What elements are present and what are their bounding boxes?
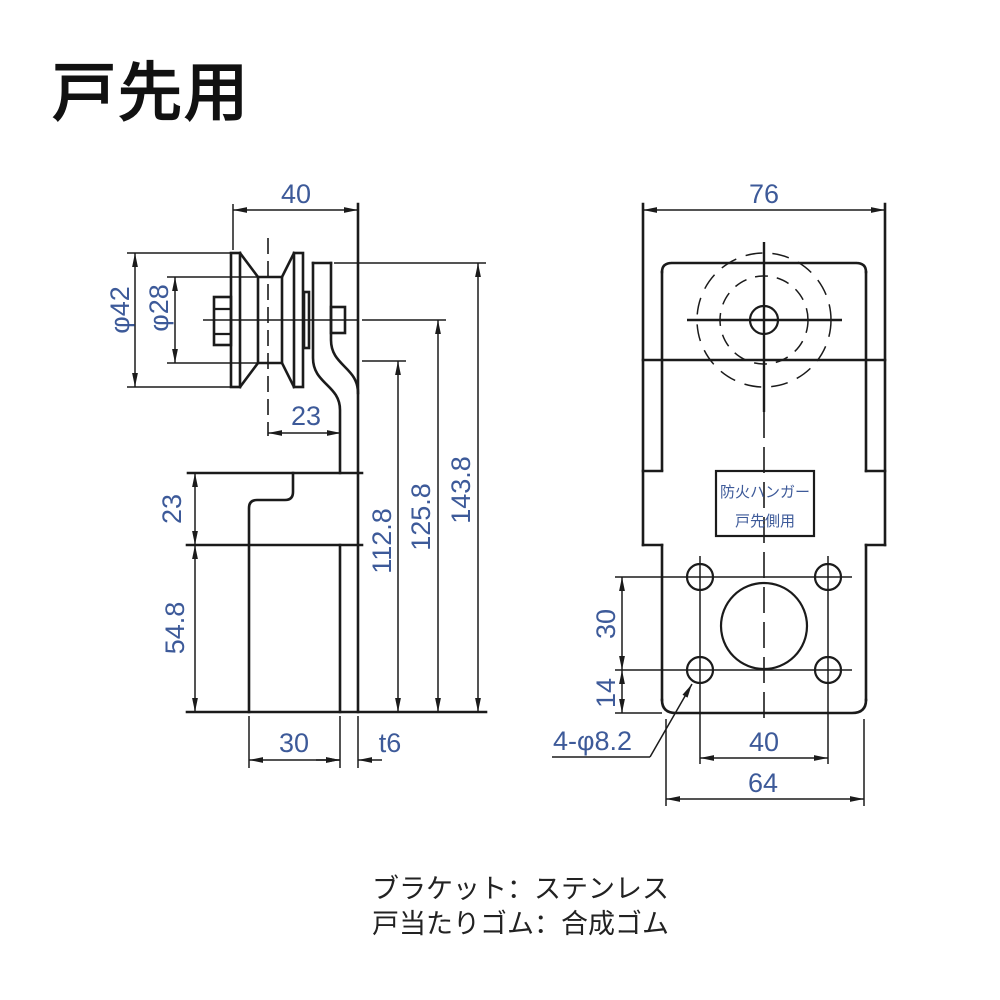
dim-text-height-total: 143.8 [446, 456, 476, 524]
bracket-front-outline [641, 202, 887, 715]
dim-vertical-heights: 112.8 125.8 143.8 [334, 262, 486, 712]
label-border [714, 469, 816, 538]
mounting-holes [615, 556, 852, 764]
dim-text-roller-offset: 23 [291, 401, 321, 431]
name-label-box: 防火ハンガー 戸先側用 [714, 469, 816, 538]
dim-text-height-to-bend: 112.8 [367, 508, 397, 574]
dim-overall-width: 76 [643, 179, 885, 213]
axle-bolt-head-facets [214, 307, 231, 336]
extension-lines [127, 252, 231, 388]
dim-roller-hub-od: φ28 [144, 276, 257, 364]
dim-text-stopper-upper: 23 [157, 494, 187, 524]
door-stop-side-view [185, 471, 488, 714]
note-rubber-material: 戸当たりゴム：合成ゴム [372, 909, 669, 939]
lower-plate-sides [660, 543, 868, 702]
extension-lines-64 [665, 719, 865, 806]
dim-roller-od: φ42 [105, 252, 231, 388]
roller-front-view [687, 242, 842, 727]
dim-text-roller-od: φ42 [105, 286, 135, 334]
upper-plate-sides [660, 270, 868, 473]
callout-leader [649, 683, 693, 758]
dim-text-plate-thickness: t6 [379, 728, 402, 758]
bolt-hole [813, 655, 843, 685]
dim-text-plate-width: 64 [748, 768, 778, 798]
dim-bottom-front: 40 64 [665, 719, 865, 806]
note-bracket-material: ブラケット：ステンレス [372, 874, 669, 904]
dim-hole-vertical: 30 14 [591, 577, 662, 714]
front-view: 防火ハンガー 戸先側用 76 [552, 179, 887, 806]
roller-side-view [203, 238, 358, 436]
dim-text-hole-edge: 14 [591, 678, 621, 708]
center-clearance-hole [719, 581, 809, 671]
dim-overall-depth: 40 [232, 179, 358, 250]
hole-callout: 4-φ8.2 [552, 683, 693, 758]
extension-lines [167, 276, 257, 364]
material-notes: ブラケット：ステンレス 戸当たりゴム：合成ゴム [372, 872, 669, 942]
dim-text-stopper-lower: 54.8 [160, 602, 190, 655]
wing-outer-sides [641, 202, 887, 547]
stopper-notch-profile [247, 471, 295, 714]
dim-text-roller-hub-od: φ28 [144, 284, 174, 332]
page-title: 戸先用 [52, 57, 250, 129]
label-line1: 防火ハンガー [720, 484, 810, 501]
axle-bolt-head [212, 295, 233, 347]
plate-front-face [311, 261, 342, 475]
bolt-hole [685, 655, 715, 685]
dim-text-overall-width: 76 [749, 179, 779, 209]
bolt-hole [813, 562, 843, 592]
dim-text-stopper-depth: 30 [279, 728, 309, 758]
dim-text-hole-pitch-v: 30 [591, 609, 621, 639]
roller-groove-cones [238, 251, 296, 389]
dim-text-hole-pitch-h: 40 [749, 727, 779, 757]
label-line2: 戸先側用 [735, 513, 795, 530]
side-view: 40 φ42 φ28 23 23 [105, 179, 488, 768]
bracket-plate-side-view [311, 202, 360, 714]
dim-text-height-to-axis: 125.8 [406, 483, 436, 551]
dim-stopper-heights: 23 54.8 [157, 473, 198, 712]
bolt-hole [685, 562, 715, 592]
dim-bottom-side: 30 t6 [248, 716, 402, 768]
dim-roller-offset: 23 [268, 401, 341, 436]
dim-text-hole-callout: 4-φ8.2 [553, 726, 632, 756]
dim-text-overall-depth: 40 [281, 179, 311, 209]
